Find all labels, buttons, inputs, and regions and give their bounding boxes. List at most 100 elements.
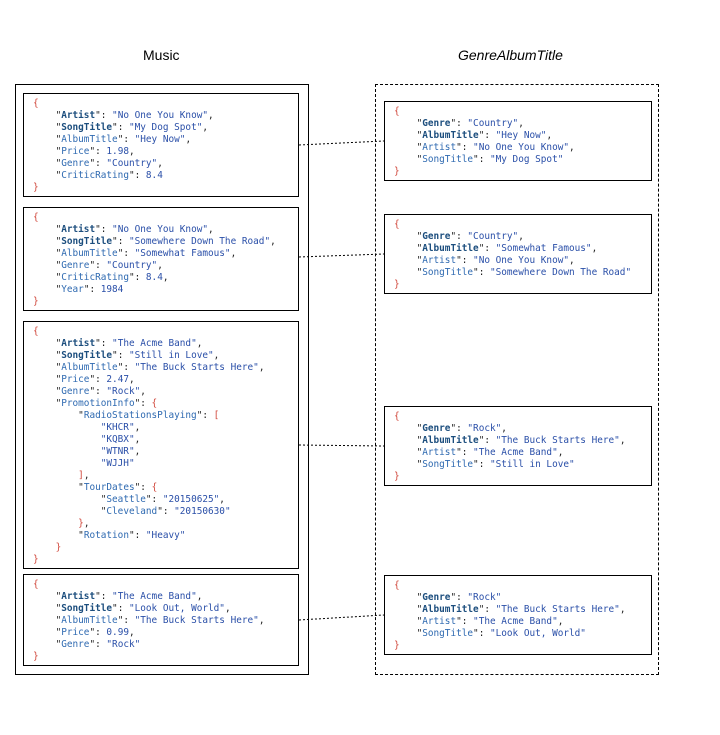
json-line: "Genre": "Country", [55,260,163,271]
key-attribute-name: Genre [422,592,451,603]
attribute-value: 8.4 [145,170,163,181]
attribute-value: "Rock" [106,386,141,397]
attribute-value: "Somewhat Famous" [495,243,592,254]
json-line: "AlbumTitle": "Somewhat Famous", [55,248,237,259]
json-brace: } [394,471,400,482]
json-brace: } [78,518,84,529]
json-brace: { [33,579,39,590]
attribute-name: SongTitle [422,459,474,470]
attribute-value: 2.47 [106,374,129,385]
attribute-name: SongTitle [422,267,474,278]
json-brace: { [394,106,400,117]
attribute-value: "20150630" [174,506,231,517]
attribute-name: Seattle [106,494,146,505]
attribute-name: AlbumTitle [61,615,118,626]
attribute-value: "The Buck Starts Here" [134,615,259,626]
json-line: } [33,296,298,308]
key-attribute-name: Artist [61,224,96,235]
json-line: "Artist": "No One You Know", [55,110,214,121]
key-attribute-name: AlbumTitle [422,243,479,254]
json-line: "Price": 1.98, [55,146,135,157]
key-attribute-name: AlbumTitle [422,130,479,141]
attribute-value: "Hey Now" [495,130,547,141]
attribute-name: CriticRating [61,272,129,283]
attribute-value: 1984 [100,284,124,295]
json-line: "Rotation": "Heavy" [78,530,186,541]
json-line: "TourDates": { [78,482,158,493]
attribute-value: "Hey Now" [134,134,186,145]
list-value: "KHCR" [100,422,135,433]
attribute-value: "The Acme Band" [473,616,558,627]
json-line: } [33,542,298,554]
connector-2 [298,444,385,447]
json-line: "Artist": "The Acme Band", [416,447,564,458]
json-line: "CriticRating": 8.4, [55,272,169,283]
json-brace: { [394,411,400,422]
json-line: "Artist": "No One You Know", [416,142,575,153]
json-line: "Genre": "Country", [55,158,163,169]
json-brace: ] [78,470,84,481]
attribute-name: Rotation [83,530,129,541]
index-title: GenreAlbumTitle [458,47,563,63]
json-brace: { [394,580,400,591]
table-item-2: { "Artist": "The Acme Band", "SongTitle"… [23,321,299,569]
json-line: "SongTitle": "Somewhere Down The Road" [416,267,632,278]
attribute-value: "Country" [106,158,158,169]
index-item-1: { "Genre": "Country", "AlbumTitle": "Som… [384,214,652,294]
attribute-name: Genre [61,639,90,650]
key-attribute-name: Artist [61,591,96,602]
attribute-name: Price [61,374,90,385]
attribute-name: Genre [61,386,90,397]
key-attribute-name: SongTitle [61,122,113,133]
list-value: "WTNR" [100,446,135,457]
attribute-value: "No One You Know" [112,224,208,235]
json-line: "PromotionInfo": { [55,398,158,409]
attribute-value: 0.99 [106,627,129,638]
attribute-value: "No One You Know" [473,142,569,153]
key-attribute-name: SongTitle [61,603,113,614]
index-item-3: { "Genre": "Rock" "AlbumTitle": "The Buc… [384,575,652,655]
json-line: } [33,182,298,194]
json-brace: } [55,542,62,553]
json-line: "CriticRating": 8.4 [55,170,163,181]
json-brace: { [394,219,400,230]
json-line: } [394,471,651,483]
attribute-value: "Somewhat Famous" [134,248,231,259]
json-line: "Artist": "The Acme Band", [416,616,564,627]
json-line: "Artist": "The Acme Band", [55,591,203,602]
connector-1 [298,253,385,258]
json-line: "Artist": "The Acme Band", [55,338,203,349]
attribute-value: "My Dog Spot" [128,122,203,133]
json-line: "AlbumTitle": "Hey Now", [416,130,553,141]
attribute-value: "The Acme Band" [112,591,197,602]
genre-album-title-index-container [375,84,659,675]
attribute-name: SongTitle [422,628,474,639]
attribute-value: "Country" [467,231,519,242]
attribute-value: "Country" [467,118,519,129]
attribute-name: Genre [61,158,90,169]
json-line: { [33,212,298,224]
attribute-value: "The Acme Band" [112,338,197,349]
attribute-value: "Still in Love" [128,350,214,361]
attribute-value: "Heavy" [145,530,186,541]
json-line: "Seattle": "20150625", [100,494,225,505]
json-brace: { [33,326,39,337]
json-line: { [394,106,651,118]
json-line: { [33,98,298,110]
json-line: "KQBX", [100,434,141,445]
json-line: "SongTitle": "Somewhere Down The Road", [55,236,276,247]
attribute-name: PromotionInfo [61,398,135,409]
list-value: "WJJH" [100,458,135,469]
json-line: "Genre": "Country", [416,118,524,129]
json-line: "SongTitle": "Still in Love" [416,459,575,470]
json-line: "SongTitle": "Look Out, World" [416,628,586,639]
attribute-value: "The Buck Starts Here" [495,604,620,615]
json-brace: } [33,651,39,662]
attribute-value: "Rock" [467,592,502,603]
json-line: "Cleveland": "20150630" [100,506,231,517]
attribute-value: "Rock" [467,423,502,434]
attribute-value: "Rock" [106,639,141,650]
attribute-value: "No One You Know" [473,255,569,266]
key-attribute-name: Artist [61,110,96,121]
